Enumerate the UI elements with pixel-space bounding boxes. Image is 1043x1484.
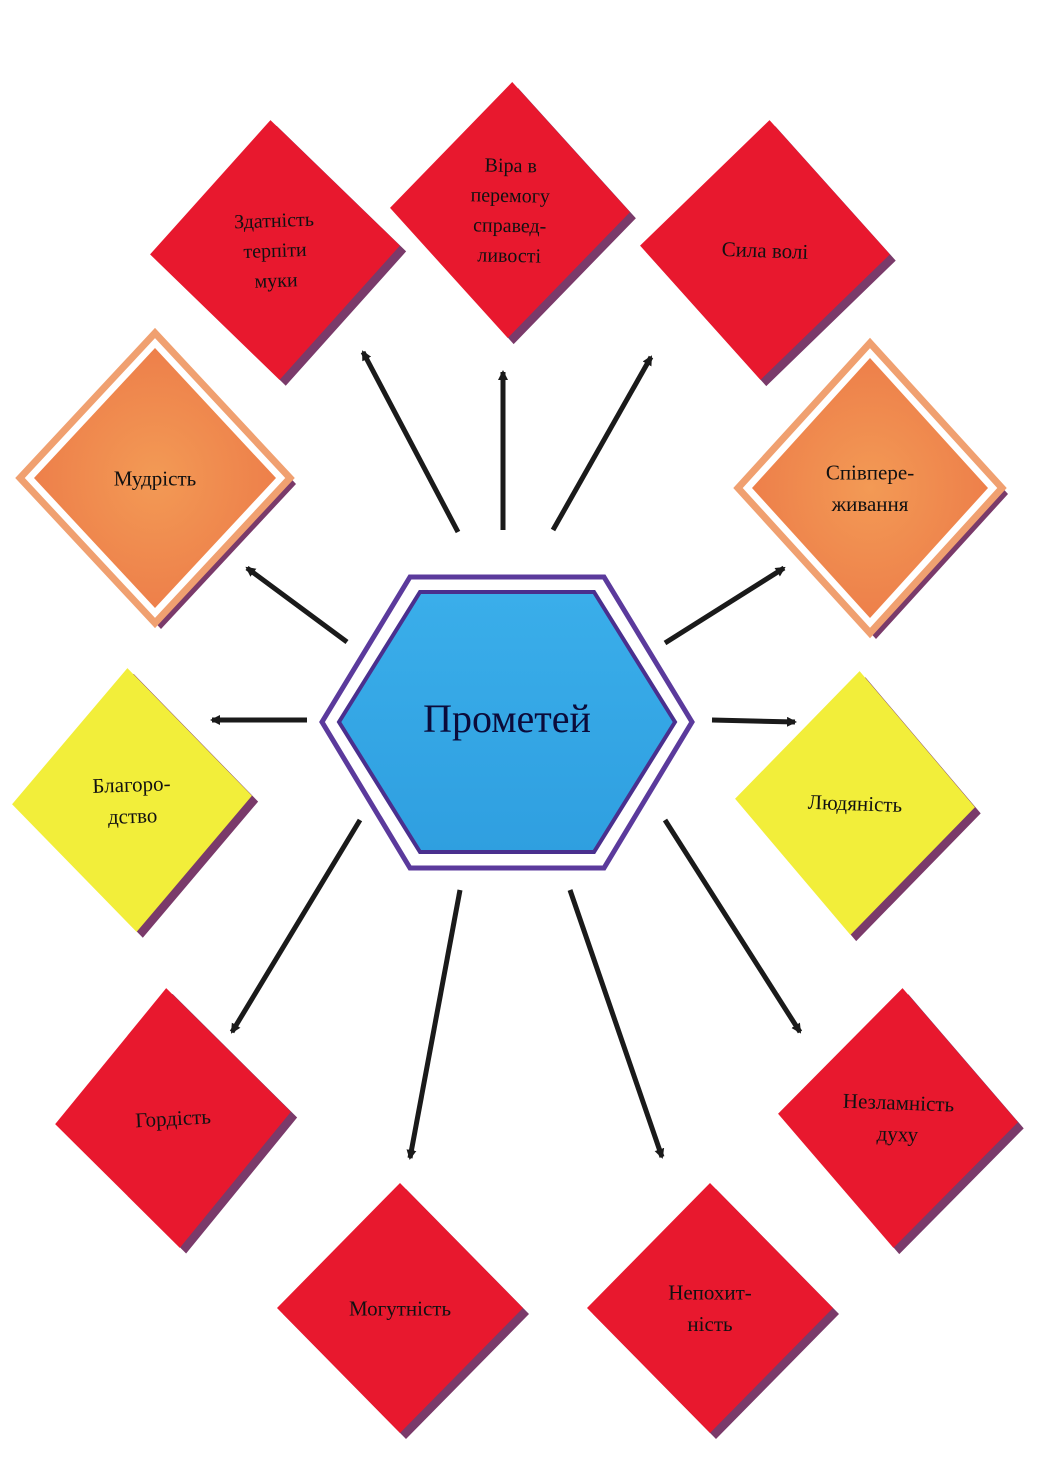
arrow-syla-voli bbox=[550, 355, 654, 532]
node-label-line: перемогу bbox=[470, 184, 550, 207]
node-label-line: Співпере- bbox=[826, 461, 914, 485]
center-hexagon: Прометей bbox=[319, 574, 695, 871]
arrow-zdatnist bbox=[360, 350, 461, 534]
arrow-nezlamnist bbox=[662, 818, 803, 1034]
node-mudrist: Мудрість bbox=[15, 327, 296, 629]
node-diamond bbox=[34, 348, 276, 608]
node-label-line: Незламність bbox=[843, 1089, 955, 1117]
arrows-group bbox=[210, 350, 803, 1160]
node-label-line: терпіти bbox=[243, 239, 307, 263]
node-diamond bbox=[752, 358, 988, 618]
node-label-line: Могутність bbox=[349, 1296, 451, 1320]
node-label-line: живання bbox=[831, 492, 909, 516]
node-diamond bbox=[150, 120, 400, 380]
node-label-line: Непохит- bbox=[668, 1281, 752, 1305]
node-label-line: Сила волі bbox=[721, 237, 809, 264]
node-hordist: Гордість bbox=[55, 988, 298, 1254]
node-diamond bbox=[55, 988, 291, 1248]
node-label-line: Мудрість bbox=[114, 466, 196, 490]
node-label-line: Людяність bbox=[807, 790, 902, 817]
node-diamond bbox=[277, 1183, 523, 1433]
node-diamond bbox=[640, 120, 890, 380]
node-label-line: Здатність bbox=[234, 209, 315, 234]
node-diamond bbox=[735, 671, 975, 935]
node-spivperezhyvannia: Співпере-живання bbox=[733, 337, 1008, 639]
arrow-mudrist bbox=[245, 565, 349, 645]
node-label-line: ність bbox=[687, 1312, 732, 1336]
node-blahorodstvo: Благоро-дство bbox=[12, 668, 259, 938]
node-diamond bbox=[778, 988, 1018, 1248]
nodes-group: Здатність терпіти муки Віра в перемогу справе… bbox=[12, 82, 1024, 1439]
node-label-line: ливості bbox=[477, 244, 541, 267]
node-syla-voli: Сила волі bbox=[640, 120, 896, 387]
node-label-line: Гордість bbox=[135, 1104, 212, 1132]
node-liudianist: Людяність bbox=[735, 671, 981, 942]
arrow-spivperezhyvannia bbox=[663, 565, 786, 646]
node-label-line: Віра в bbox=[484, 155, 537, 178]
node-vira: Віра в перемогу справед-ливості bbox=[390, 82, 636, 345]
node-nezlamnist: Незламність духу bbox=[778, 988, 1024, 1255]
node-diamond bbox=[12, 668, 252, 932]
node-label-line: духу bbox=[876, 1121, 919, 1146]
node-diamond bbox=[587, 1183, 833, 1433]
node-label-line: муки bbox=[254, 269, 298, 293]
center-hexagon-fill bbox=[336, 590, 678, 854]
node-mohutnist: Могутність bbox=[277, 1183, 529, 1439]
node-nepokhytnist: Непохит-ність bbox=[587, 1183, 839, 1439]
node-label-line: справед- bbox=[473, 214, 547, 237]
node-zdatnist: Здатність терпіти муки bbox=[150, 120, 407, 386]
node-label-line: Благоро- bbox=[92, 771, 171, 798]
arrow-liudianist bbox=[711, 716, 797, 727]
arrow-nepokhytnist bbox=[567, 889, 665, 1159]
node-label-line: дство bbox=[107, 803, 157, 829]
arrow-hordist bbox=[229, 818, 363, 1034]
center-label: Прометей bbox=[423, 696, 591, 741]
arrow-mohutnist bbox=[406, 889, 463, 1160]
node-diamond bbox=[390, 82, 630, 338]
